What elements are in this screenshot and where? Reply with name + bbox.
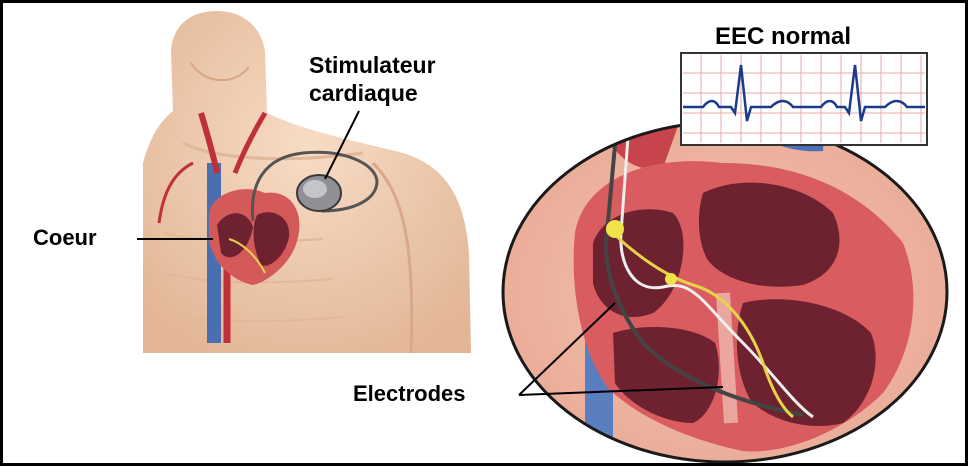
pacemaker-device <box>297 175 341 211</box>
pacemaker-label: Stimulateur cardiaque <box>309 51 436 107</box>
pacemaker-label-line2: cardiaque <box>309 79 436 107</box>
electrodes-label: Electrodes <box>353 381 466 407</box>
ecg-panel <box>681 53 927 145</box>
pacemaker-illustration <box>3 3 965 463</box>
pacemaker-label-line1: Stimulateur <box>309 51 436 79</box>
av-node <box>665 273 677 285</box>
heart-label: Coeur <box>33 225 97 251</box>
heart-cross-section <box>503 122 947 463</box>
sinus-node <box>606 220 624 238</box>
ecg-title: EEC normal <box>715 23 851 51</box>
